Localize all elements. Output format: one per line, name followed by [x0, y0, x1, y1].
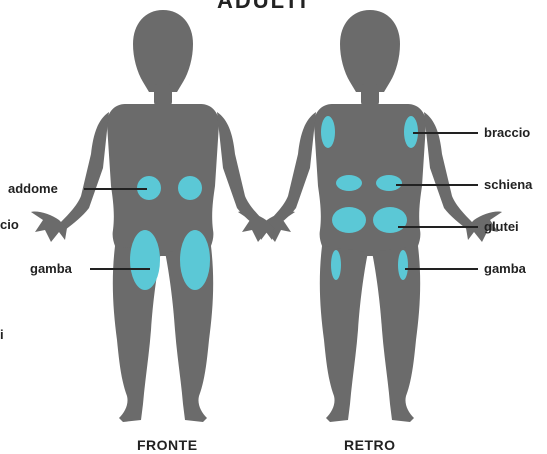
diagram-title: ADULTI: [217, 0, 308, 14]
back-glute-left-zone: [332, 207, 366, 233]
back-arm-label: braccio: [484, 125, 530, 140]
back-leg-right-zone: [398, 250, 408, 280]
back-body-silhouette: [238, 10, 502, 422]
front-leg-label: gamba: [30, 261, 72, 276]
front-abdomen-label: addome: [8, 181, 58, 196]
back-glutes-label: glutei: [484, 219, 519, 234]
back-view-caption: RETRO: [344, 437, 396, 453]
front-abdomen-right-zone: [178, 176, 202, 200]
front-leg-left-zone: [130, 230, 160, 290]
back-back-label: schiena: [484, 177, 532, 192]
back-figure: [238, 10, 502, 422]
back-arm-left-zone: [321, 116, 335, 148]
partial-glutes-label: i: [0, 327, 4, 342]
back-lower-back-left-zone: [336, 175, 362, 191]
front-leg-right-zone: [180, 230, 210, 290]
front-view-caption: FRONTE: [137, 437, 198, 453]
back-glute-right-zone: [373, 207, 407, 233]
back-leg-label: gamba: [484, 261, 526, 276]
back-lower-back-right-zone: [376, 175, 402, 191]
partial-arm-label: cio: [0, 217, 19, 232]
back-leg-left-zone: [331, 250, 341, 280]
